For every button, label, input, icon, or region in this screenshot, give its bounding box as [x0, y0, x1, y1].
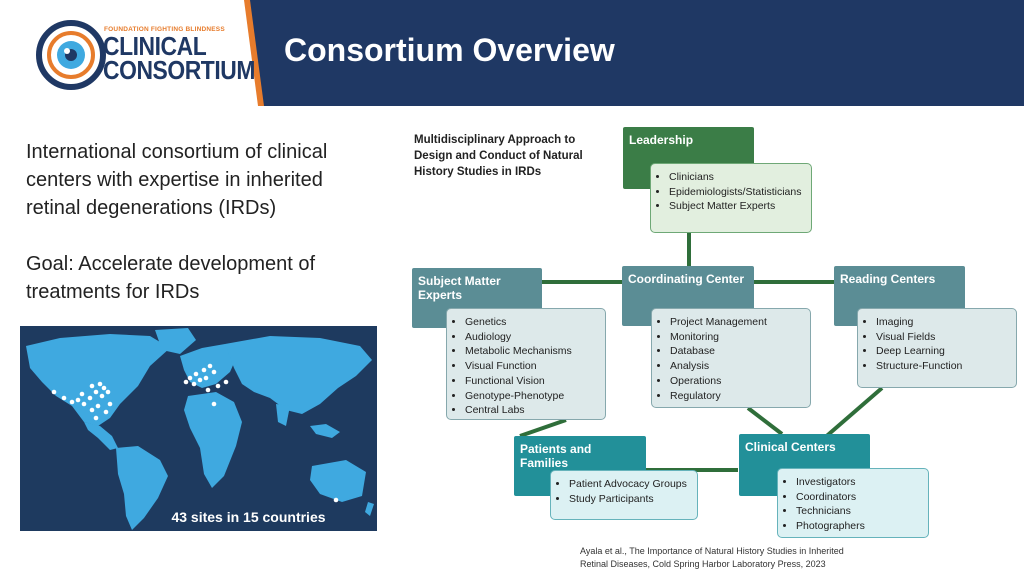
page-title: Consortium Overview	[284, 32, 615, 68]
diagram-title: Multidisciplinary Approach to Design and…	[414, 134, 583, 178]
list-item: Imaging	[876, 315, 1008, 330]
patients-label: Patients and Families	[520, 442, 592, 470]
coordinating-list: Project Management Monitoring Database A…	[651, 308, 811, 408]
list-item: Functional Vision	[465, 374, 597, 389]
reading-list: Imaging Visual Fields Deep Learning Stru…	[857, 308, 1017, 388]
list-item: Project Management	[670, 315, 802, 330]
sme-list: Genetics Audiology Metabolic Mechanisms …	[446, 308, 606, 420]
citation-line-2: Retinal Diseases, Cold Spring Harbor Lab…	[580, 559, 826, 569]
logo-word-clinical: CLINICAL	[103, 31, 207, 61]
world-map: 43 sites in 15 countries	[20, 326, 377, 531]
list-item: Genetics	[465, 315, 597, 330]
connector-coordinating-clinical	[746, 406, 784, 436]
clinical-header: Clinical Centers	[739, 434, 870, 496]
list-item: Audiology	[465, 330, 597, 345]
list-item: Epidemiologists/Statisticians	[669, 185, 803, 200]
coordinating-label: Coordinating Center	[628, 272, 744, 286]
list-item: Coordinators	[796, 490, 920, 505]
list-item: Regulatory	[670, 389, 802, 404]
goal-text: Goal: Accelerate development of treatmen…	[26, 253, 316, 303]
map-caption: 43 sites in 15 countries	[171, 509, 326, 525]
sme-label: Subject Matter Experts	[418, 274, 501, 302]
citation: Ayala et al., The Importance of Natural …	[580, 545, 880, 571]
clinical-label: Clinical Centers	[745, 440, 836, 454]
reading-label: Reading Centers	[840, 272, 936, 286]
list-item: Clinicians	[669, 170, 803, 185]
site-markers	[51, 363, 339, 503]
list-item: Operations	[670, 374, 802, 389]
list-item: Structure-Function	[876, 359, 1008, 374]
world-map-graphic	[26, 328, 374, 530]
list-item: Investigators	[796, 475, 920, 490]
list-item: Monitoring	[670, 330, 802, 345]
logo-tagline: FOUNDATION FIGHTING BLINDNESS	[104, 26, 225, 33]
list-item: Visual Fields	[876, 330, 1008, 345]
list-item: Study Participants	[569, 492, 689, 507]
clinical-list: Investigators Coordinators Technicians P…	[777, 468, 929, 538]
list-item: Technicians	[796, 504, 920, 519]
connector-sme-patients	[519, 418, 567, 438]
list-item: Photographers	[796, 519, 920, 534]
leadership-label: Leadership	[629, 133, 694, 147]
intro-text: International consortium of clinical cen…	[26, 141, 328, 219]
list-item: Subject Matter Experts	[669, 199, 803, 214]
list-item: Analysis	[670, 359, 802, 374]
list-item: Deep Learning	[876, 344, 1008, 359]
list-item: Visual Function	[465, 359, 597, 374]
patients-list: Patient Advocacy Groups Study Participan…	[550, 470, 698, 520]
list-item: Central Labs	[465, 403, 597, 418]
logo-word-consortium: CONSORTIUM	[103, 55, 255, 85]
connector-reading-clinical	[820, 386, 884, 442]
list-item: Genotype-Phenotype	[465, 389, 597, 404]
citation-line-1: Ayala et al., The Importance of Natural …	[580, 546, 844, 556]
list-item: Database	[670, 344, 802, 359]
leadership-list: Clinicians Epidemiologists/Statisticians…	[650, 163, 812, 233]
list-item: Metabolic Mechanisms	[465, 344, 597, 359]
logo-panel	[0, 0, 262, 106]
eye-logo-icon	[36, 20, 106, 90]
list-item: Patient Advocacy Groups	[569, 477, 689, 492]
